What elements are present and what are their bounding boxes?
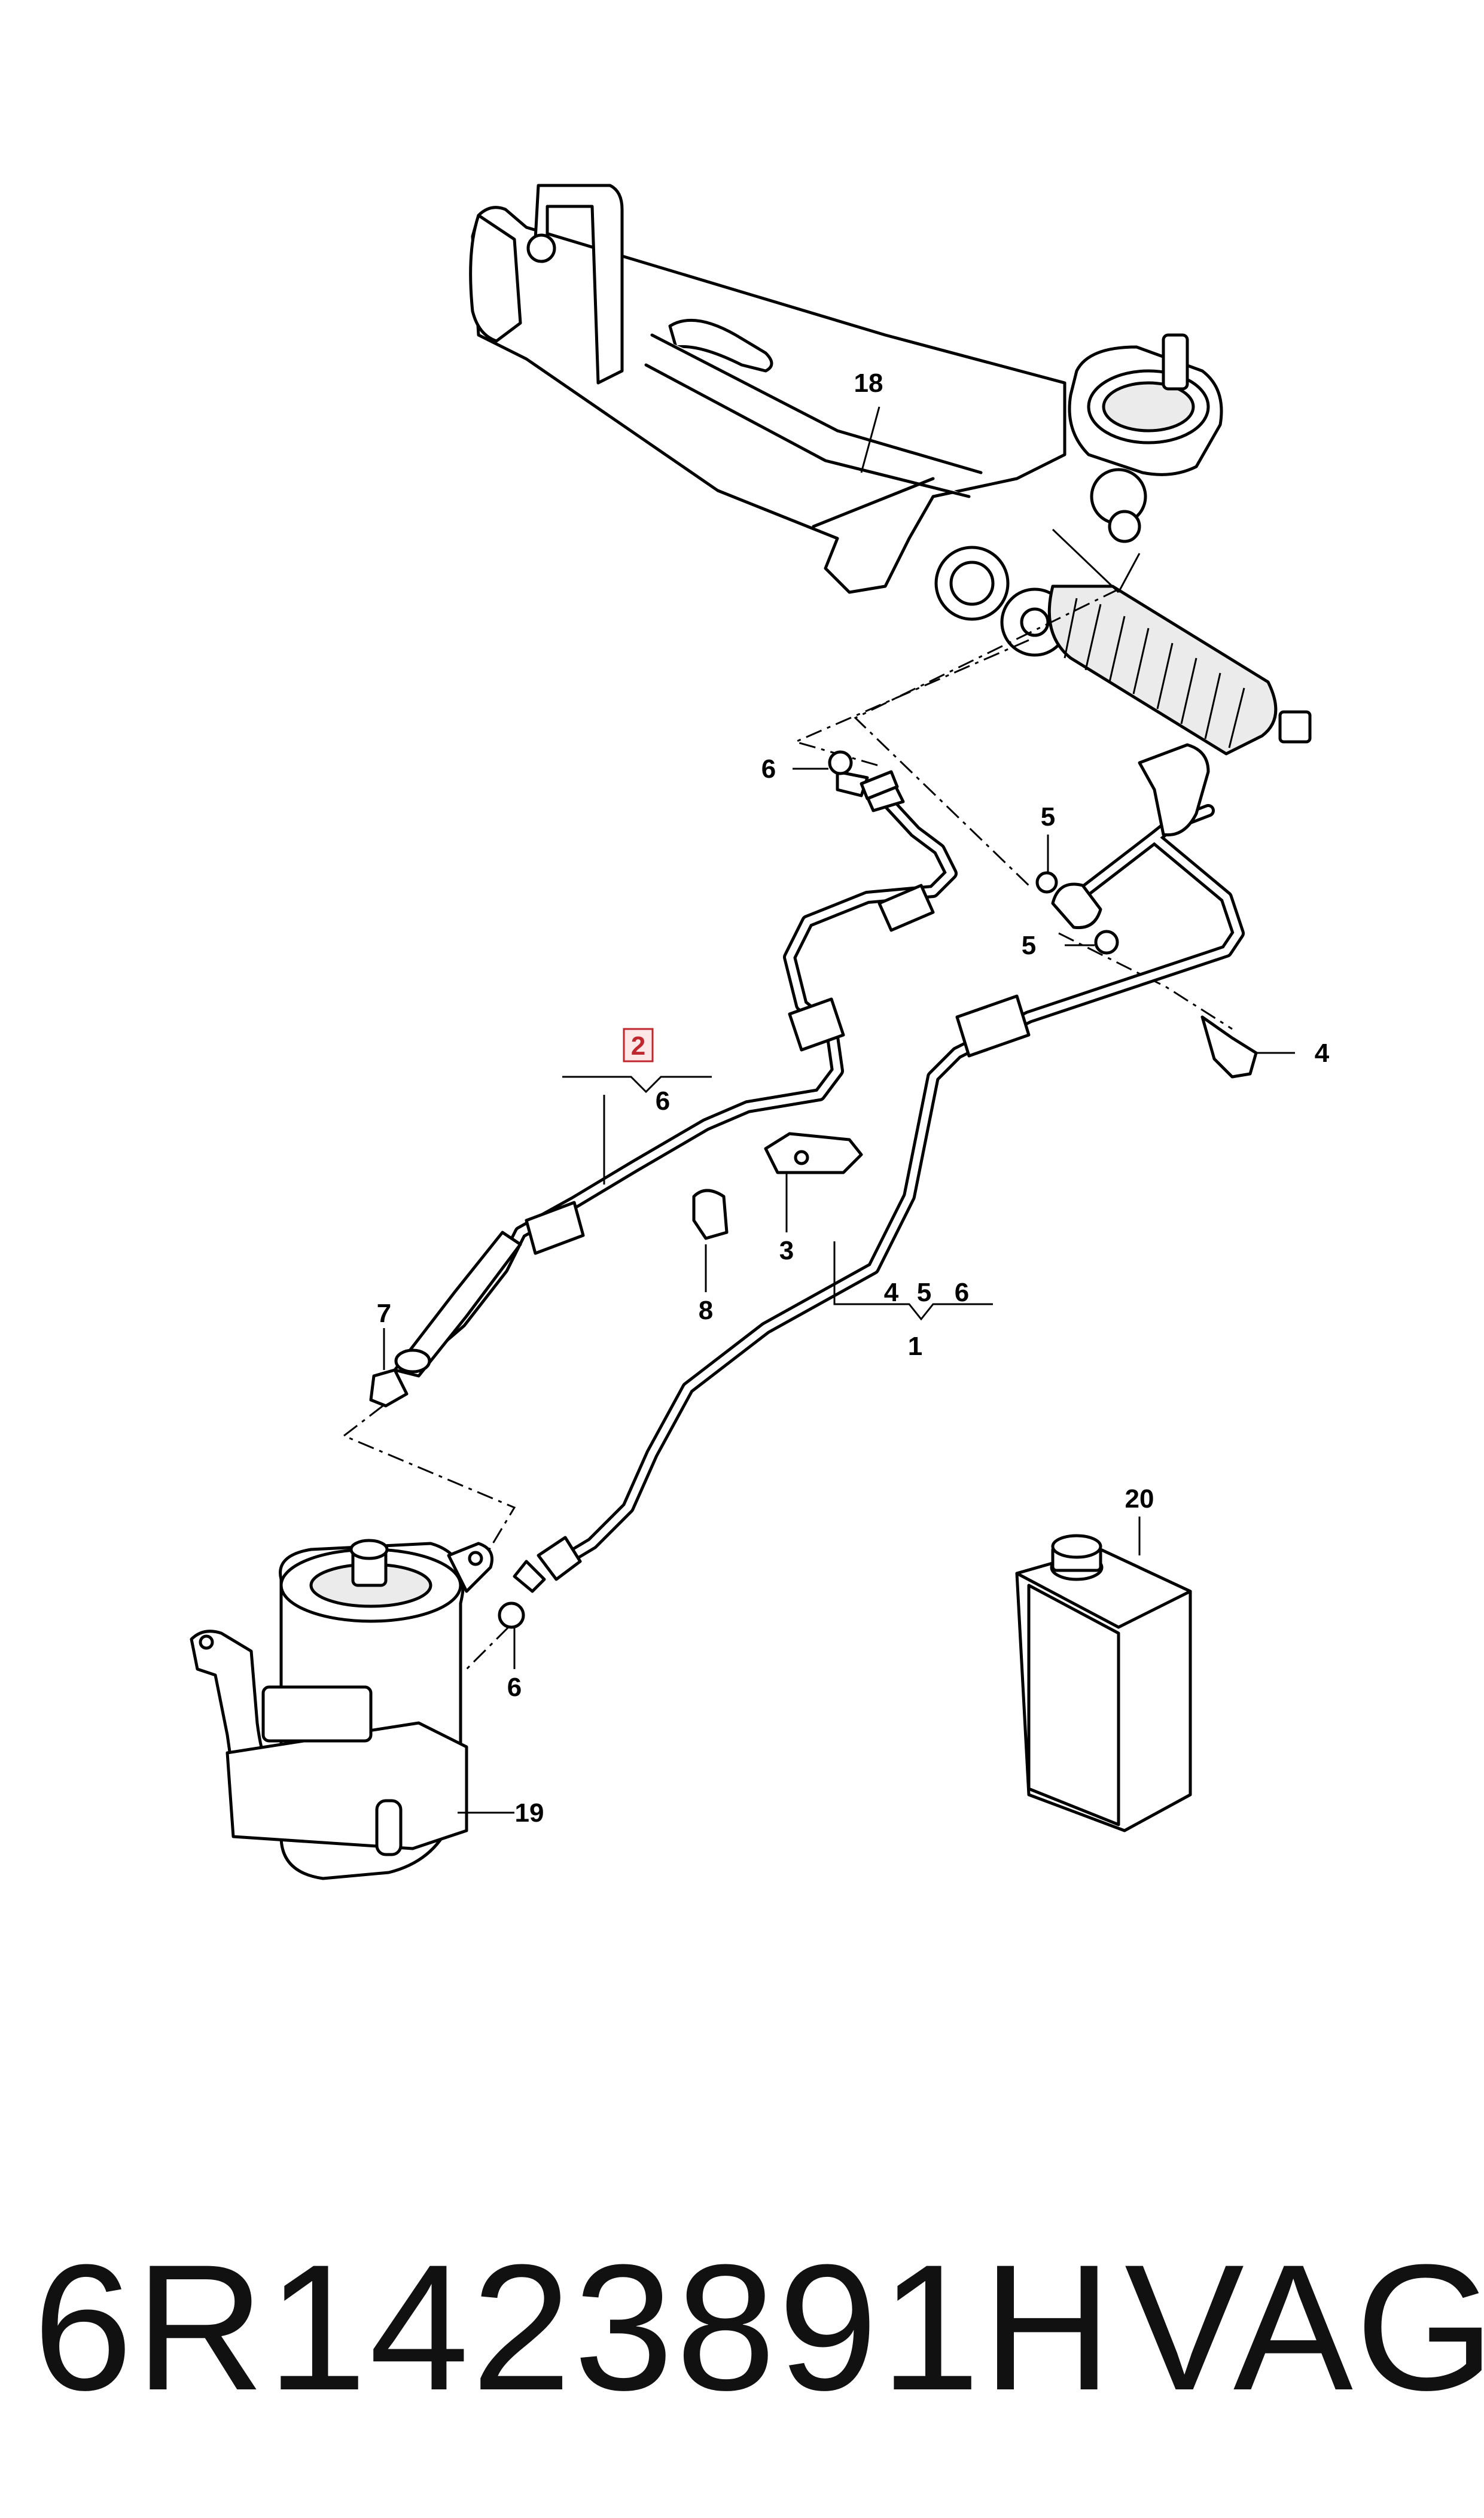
hydraulic-fluid-can <box>1015 1534 1192 1832</box>
callout-1-sub-5[interactable]: 5 <box>917 1278 931 1307</box>
callout-4[interactable]: 4 <box>1315 1039 1330 1068</box>
callout-6-top[interactable]: 6 <box>761 754 776 784</box>
bolt-4 <box>1200 1015 1258 1079</box>
clip-8 <box>692 1189 729 1240</box>
dash-line-pump-left <box>342 1405 516 1568</box>
bracket-3 <box>764 1132 863 1174</box>
callout-1-sub-6[interactable]: 6 <box>955 1278 969 1307</box>
callout-1[interactable]: 1 <box>908 1332 922 1361</box>
dash-line-rack-right <box>854 588 1119 887</box>
callout-5-top[interactable]: 5 <box>1041 802 1055 832</box>
callout-18[interactable]: 18 <box>854 369 883 398</box>
washer-6-bottom <box>498 1601 525 1629</box>
callout-1-sub-4[interactable]: 4 <box>884 1278 899 1307</box>
callout-6-bottom[interactable]: 6 <box>507 1673 522 1702</box>
callout-7[interactable]: 7 <box>377 1299 391 1328</box>
union-fitting <box>860 770 899 800</box>
nut-7 <box>369 1368 409 1408</box>
steering-rack <box>469 184 1312 756</box>
callout-6-hose2[interactable]: 6 <box>656 1086 670 1116</box>
brand-caption: VAG <box>1125 2227 1484 2428</box>
pressure-hose <box>393 770 958 1378</box>
callout-8[interactable]: 8 <box>699 1296 713 1325</box>
part-number-caption: 6R1423891H <box>33 2227 1115 2428</box>
return-hose <box>513 743 1245 1593</box>
washer-6-top <box>828 750 853 775</box>
dash-line-pump-right <box>465 1626 510 1670</box>
callout-20[interactable]: 20 <box>1125 1484 1154 1514</box>
callout-5-bottom[interactable]: 5 <box>1022 931 1036 960</box>
callout-3[interactable]: 3 <box>779 1236 794 1265</box>
washer-5-bottom <box>1094 930 1119 955</box>
dash-line-rack-left <box>793 639 1029 767</box>
parts-diagram: 18 6 5 5 4 2 6 3 8 7 4 5 6 1 20 6 19 <box>190 184 1330 1880</box>
dash-line-washer-5 <box>1058 932 1233 1030</box>
callout-19[interactable]: 19 <box>515 1798 544 1828</box>
highlight-box-2 <box>623 1028 654 1062</box>
washer-5-top <box>1035 871 1058 894</box>
callout-2[interactable]: 2 <box>631 1031 645 1061</box>
power-steering-pump <box>190 1539 493 1880</box>
